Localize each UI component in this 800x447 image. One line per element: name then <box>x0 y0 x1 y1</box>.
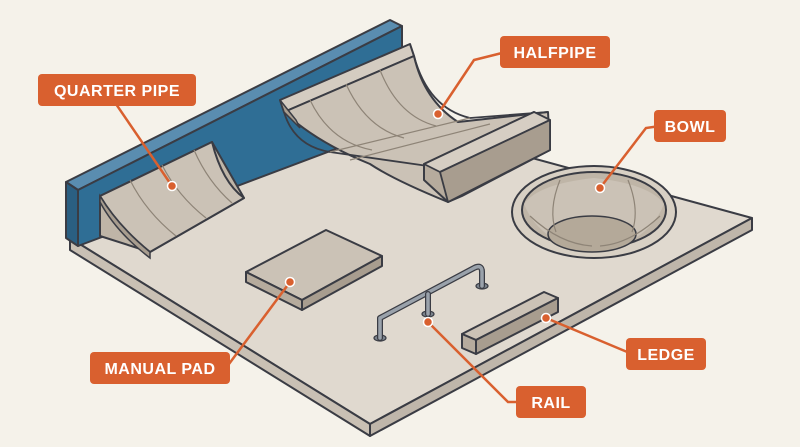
manual-pad <box>245 229 383 311</box>
grind-rail <box>373 263 489 342</box>
label-manual-pad-text: MANUAL PAD <box>104 361 215 378</box>
leader-halfpipe <box>436 50 508 116</box>
quarter-pipe <box>99 141 245 260</box>
label-halfpipe-text: HALFPIPE <box>513 45 596 62</box>
label-ledge: LEDGE <box>626 338 706 370</box>
circle-icon <box>422 316 434 328</box>
circle-icon <box>284 276 296 288</box>
leader-ledge <box>544 316 634 356</box>
label-manual-pad: MANUAL PAD <box>90 352 230 384</box>
leader-quarter-pipe <box>114 102 174 188</box>
leader-dots <box>166 108 606 328</box>
bowl <box>511 165 677 259</box>
label-quarter-pipe: QUARTER PIPE <box>38 74 196 106</box>
label-ledge-text: LEDGE <box>637 347 695 364</box>
circle-icon <box>432 108 444 120</box>
label-quarter-pipe-text: QUARTER PIPE <box>54 83 180 100</box>
circle-icon <box>594 182 606 194</box>
ledge <box>461 291 559 355</box>
label-halfpipe: HALFPIPE <box>500 36 610 68</box>
label-rail: RAIL <box>516 386 586 418</box>
halfpipe <box>279 43 551 203</box>
label-bowl-text: BOWL <box>665 119 716 136</box>
circle-icon <box>540 312 552 324</box>
label-bowl: BOWL <box>654 110 726 142</box>
circle-icon <box>166 180 178 192</box>
leader-manual-pad <box>224 280 292 370</box>
label-rail-text: RAIL <box>531 395 570 412</box>
